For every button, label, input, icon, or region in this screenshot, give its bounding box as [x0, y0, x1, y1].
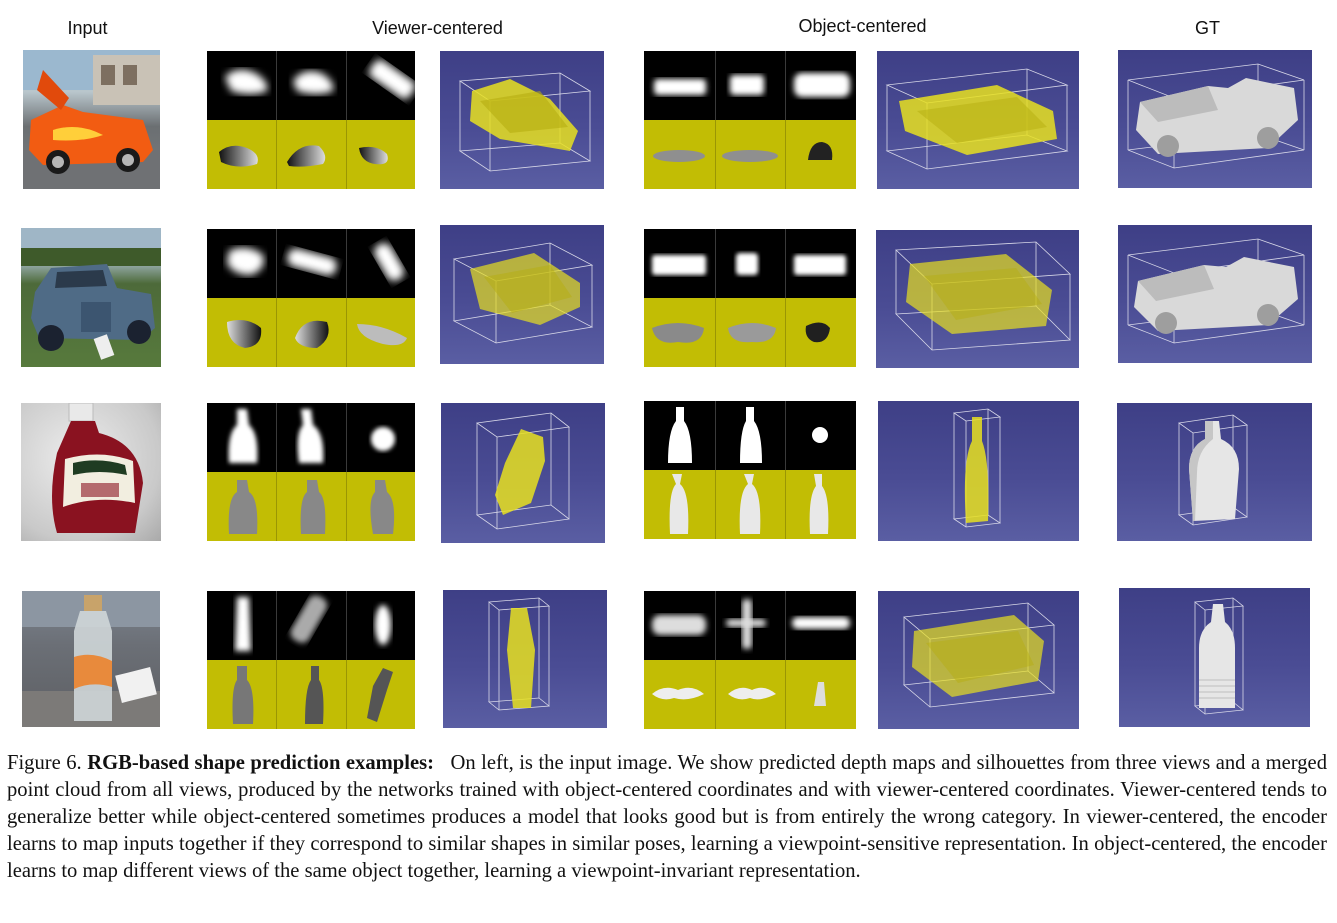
separator [276, 229, 277, 298]
separator [785, 229, 786, 298]
separator [785, 470, 786, 539]
separator [785, 401, 786, 470]
silhouette-row [644, 229, 856, 298]
silhouette-row [644, 51, 856, 120]
separator [276, 51, 277, 120]
separator [346, 472, 347, 541]
viewer-depth-silhouette-grid [207, 51, 415, 189]
separator [715, 401, 716, 470]
separator [715, 51, 716, 120]
silhouette-row [644, 401, 856, 470]
depth-row [644, 298, 856, 367]
header-viewer-centered: Viewer-centered [372, 18, 503, 38]
separator [715, 591, 716, 660]
silhouette-row [207, 51, 415, 120]
depth-row [207, 120, 415, 189]
object-point-cloud [878, 401, 1079, 541]
separator [715, 229, 716, 298]
figure-label: Figure 6. [7, 752, 82, 774]
ground-truth-model [1119, 588, 1310, 727]
silhouette-row [207, 403, 415, 472]
depth-row [207, 660, 415, 729]
separator [276, 403, 277, 472]
separator [346, 229, 347, 298]
separator [715, 470, 716, 539]
separator [346, 660, 347, 729]
object-point-cloud [876, 230, 1079, 368]
separator [346, 51, 347, 120]
header-object-centered: Object-centered [798, 16, 927, 36]
caption-title: RGB-based shape prediction examples: [87, 752, 434, 774]
separator [276, 472, 277, 541]
silhouette-row [207, 591, 415, 660]
viewer-depth-silhouette-grid [207, 229, 415, 367]
depth-row [207, 298, 415, 367]
object-depth-silhouette-grid [644, 51, 856, 189]
separator [785, 51, 786, 120]
separator [346, 298, 347, 367]
separator [785, 660, 786, 729]
separator [785, 298, 786, 367]
ground-truth-model [1118, 225, 1312, 363]
header-input: Input [67, 18, 108, 38]
depth-row [644, 120, 856, 189]
input-image [21, 228, 161, 367]
viewer-point-cloud [443, 590, 607, 728]
separator [785, 591, 786, 660]
figure-caption: Figure 6. RGB-based shape prediction exa… [7, 750, 1327, 885]
depth-row [644, 660, 856, 729]
caption-body: On left, is the input image. We show pre… [7, 752, 1327, 882]
object-point-cloud [878, 591, 1079, 729]
separator [276, 660, 277, 729]
object-depth-silhouette-grid [644, 229, 856, 367]
separator [346, 403, 347, 472]
silhouette-row [207, 229, 415, 298]
separator [715, 660, 716, 729]
viewer-depth-silhouette-grid [207, 591, 415, 729]
separator [346, 120, 347, 189]
separator [276, 591, 277, 660]
input-image [22, 591, 160, 727]
depth-row [207, 472, 415, 541]
separator [715, 298, 716, 367]
separator [276, 298, 277, 367]
header-gt: GT [1195, 18, 1220, 38]
ground-truth-model [1117, 403, 1312, 541]
silhouette-row [644, 591, 856, 660]
input-image [21, 403, 161, 541]
separator [785, 120, 786, 189]
viewer-point-cloud [440, 225, 604, 364]
ground-truth-model [1118, 50, 1312, 188]
object-depth-silhouette-grid [644, 591, 856, 729]
separator [276, 120, 277, 189]
separator [715, 120, 716, 189]
viewer-point-cloud [440, 51, 604, 189]
separator [346, 591, 347, 660]
depth-row [644, 470, 856, 539]
viewer-depth-silhouette-grid [207, 403, 415, 541]
viewer-point-cloud [441, 403, 605, 543]
object-depth-silhouette-grid [644, 401, 856, 539]
input-image [23, 50, 160, 189]
object-point-cloud [877, 51, 1079, 189]
